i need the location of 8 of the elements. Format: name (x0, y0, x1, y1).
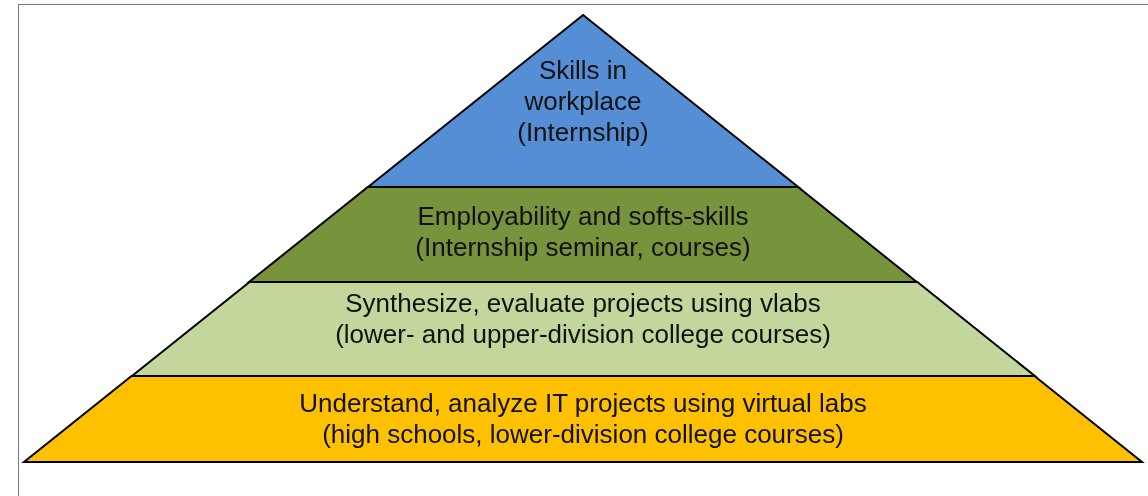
level-heading: Employability and softs-skills (416, 201, 750, 232)
level-heading: Synthesize, evaluate projects using vlabs (344, 288, 822, 319)
level-subtitle: (high schools, lower-division college courses) (321, 419, 845, 450)
level-subtitle: (Internship) (516, 117, 650, 148)
level-heading: Skills in workplace (523, 55, 643, 117)
level-subtitle: (lower- and upper-division college courses) (334, 319, 832, 350)
level-subtitle: (Internship seminar, courses) (414, 232, 752, 263)
level-heading: Understand, analyze IT projects using virtual labs (298, 388, 868, 419)
